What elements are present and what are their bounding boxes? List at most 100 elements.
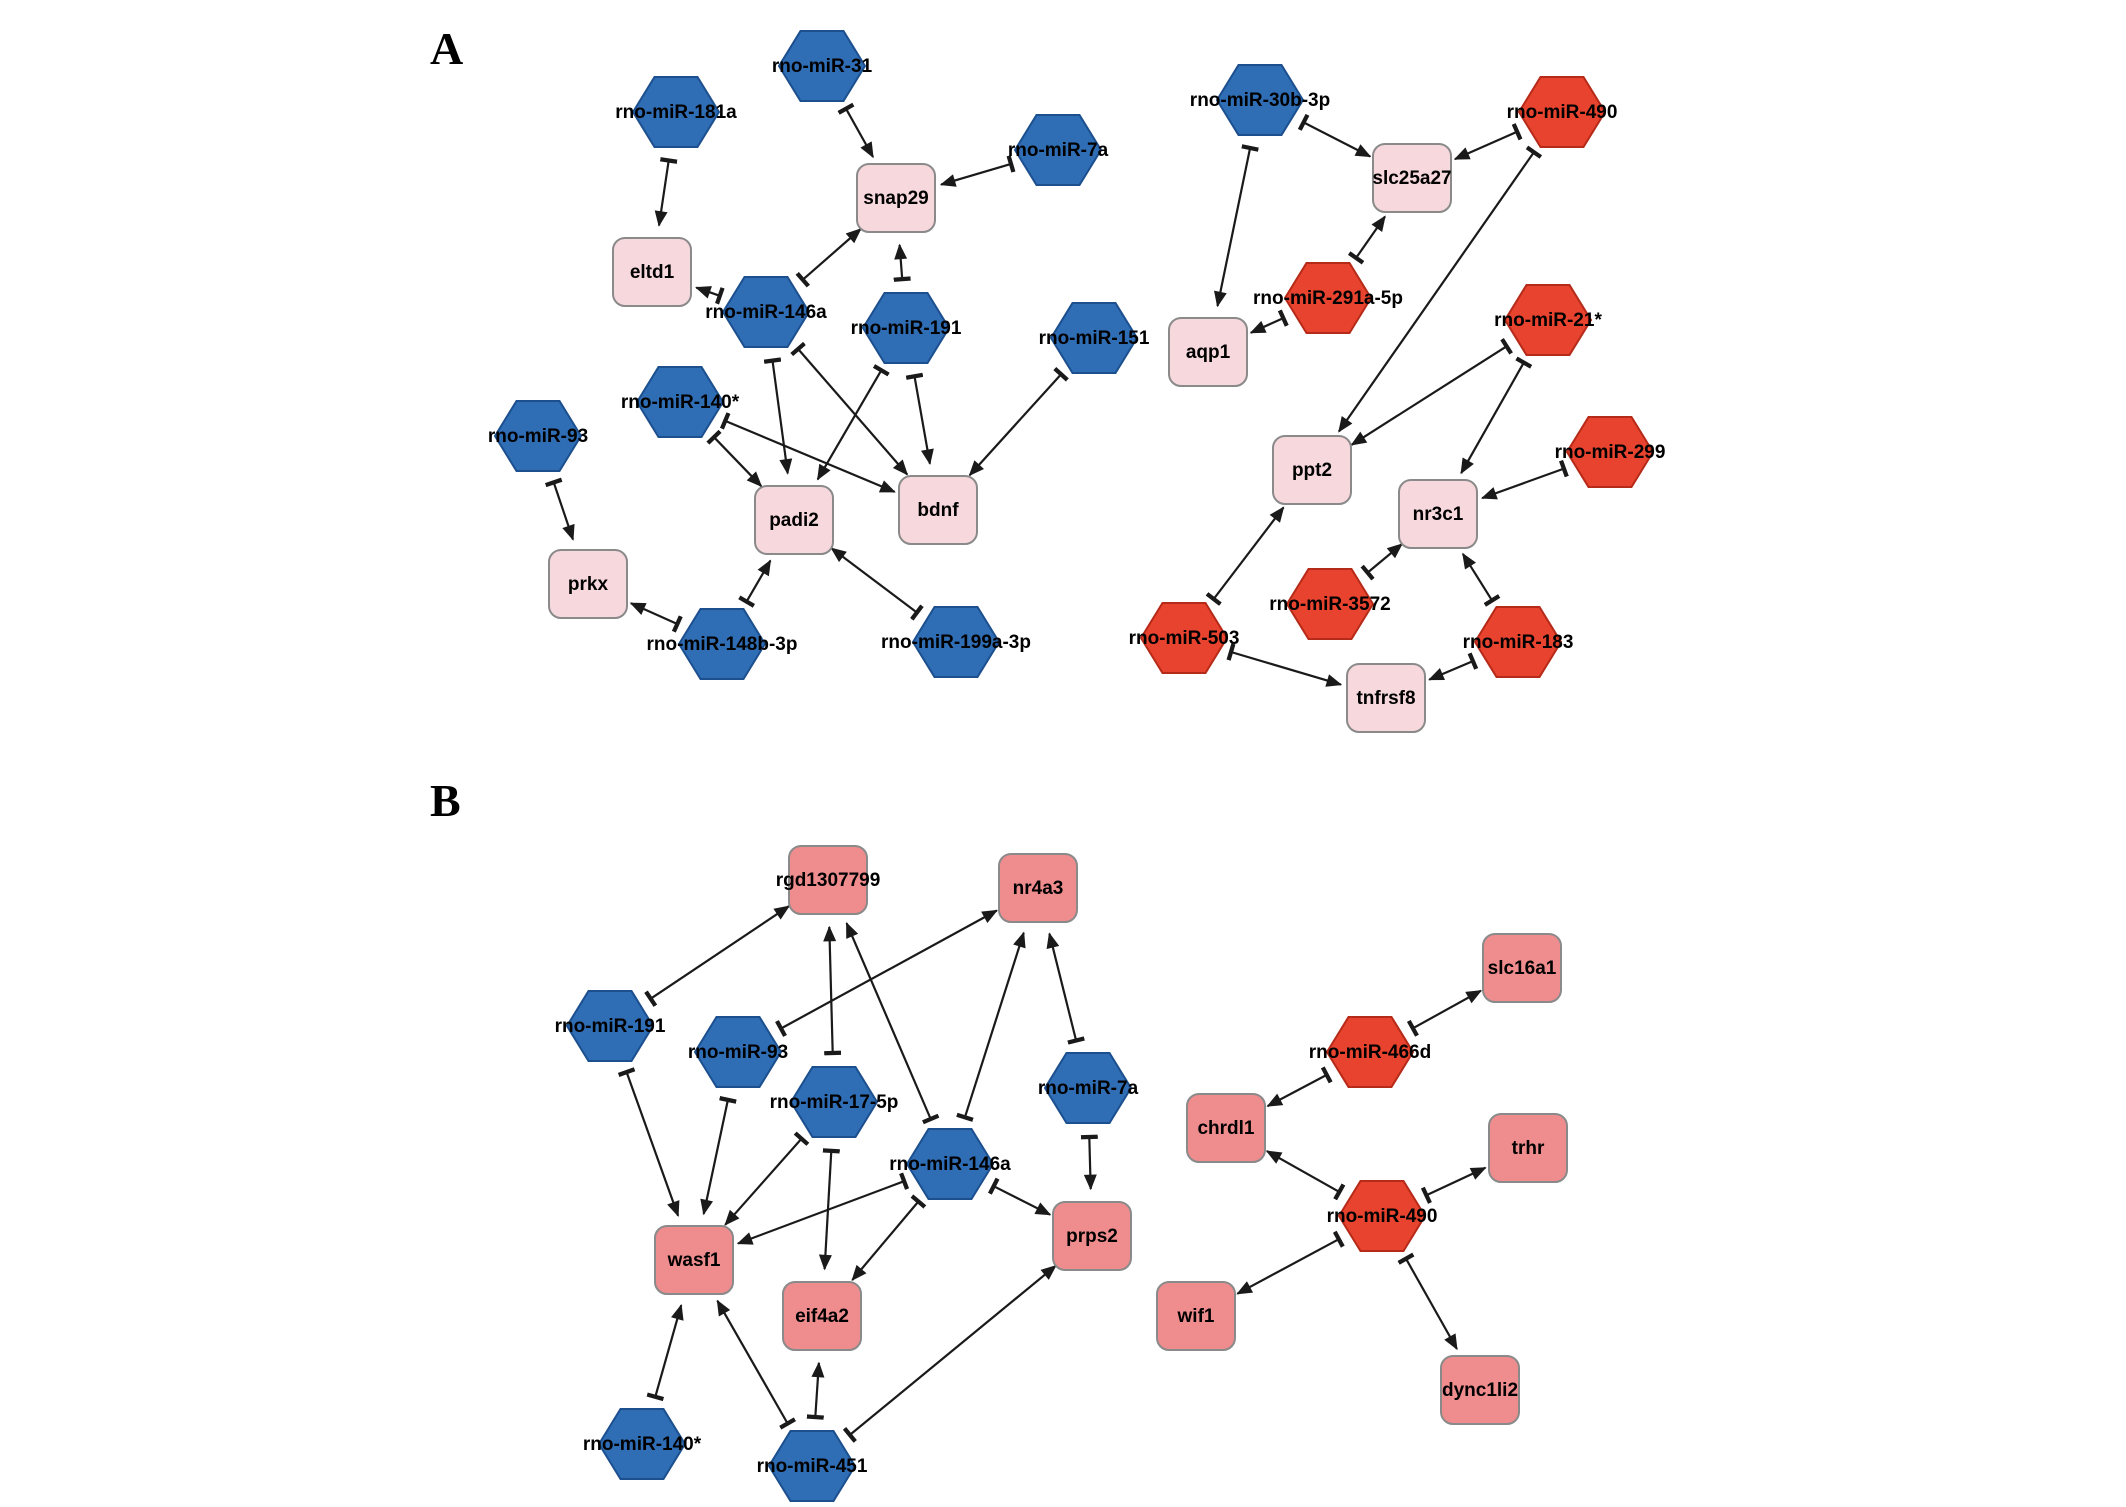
edge-a-mir-199a-3p-to-a-padi2	[830, 547, 924, 621]
node-label-a-mir-146a: rno-miR-146a	[705, 302, 827, 323]
gene-box-node-b-trhr	[1488, 1113, 1568, 1183]
edge-a-mir-299-to-a-nr3c1	[1480, 459, 1569, 500]
mirna-hexagon-node-b-mir-146a	[905, 1128, 995, 1200]
node-label-a-mir-31: rno-miR-31	[772, 56, 873, 77]
gene-box-node-b-slc16a1	[1482, 933, 1562, 1003]
node-label-a-aqp1: aqp1	[1186, 342, 1231, 363]
gene-box-node-b-chrdl1	[1186, 1093, 1266, 1163]
node-label-b-mir-466d: rno-miR-466d	[1309, 1042, 1431, 1063]
node-label-b-nr4a3: nr4a3	[1013, 878, 1064, 899]
mirna-hexagon-node-a-mir-199a-3p	[911, 606, 1001, 678]
node-label-b-wasf1: wasf1	[667, 1250, 721, 1271]
mirna-hexagon-node-a-mir-183	[1473, 606, 1563, 678]
edge-b-mir-146a-to-b-prps2	[987, 1177, 1052, 1216]
edge-b-mir-191-to-b-wasf1	[617, 1067, 680, 1218]
node-label-b-prps2: prps2	[1066, 1226, 1118, 1247]
edge-b-mir-490-to-b-dync1li2	[1397, 1252, 1458, 1351]
gene-box-node-b-wasf1	[654, 1225, 734, 1295]
node-label-a-mir-199a-3p: rno-miR-199a-3p	[881, 632, 1031, 653]
node-label-a-mir-21s: rno-miR-21*	[1494, 310, 1602, 331]
mirna-hexagon-node-a-mir-93	[493, 400, 583, 472]
edge-a-mir-181a-to-a-eltd1	[654, 157, 678, 227]
gene-box-node-b-wif1	[1156, 1281, 1236, 1351]
panel-a-label: A	[430, 23, 464, 74]
edge-a-mir-291a-5p-to-a-slc25a27	[1347, 215, 1386, 265]
edge-a-mir-21s-to-a-ppt2	[1350, 337, 1513, 446]
node-label-a-mir-7a: rno-miR-7a	[1008, 140, 1109, 161]
mirna-hexagon-node-b-mir-191	[565, 990, 655, 1062]
node-label-b-eif4a2: eif4a2	[795, 1306, 849, 1327]
mirna-hexagon-node-a-mir-3572	[1285, 568, 1375, 640]
edge-a-mir-146a-to-a-bdnf	[790, 341, 909, 476]
gene-box-node-a-tnfrsf8	[1346, 663, 1426, 733]
node-label-a-mir-151: rno-miR-151	[1039, 328, 1150, 349]
node-label-a-mir-291a-5p: rno-miR-291a-5p	[1253, 288, 1403, 309]
node-label-b-mir-93: rno-miR-93	[688, 1042, 788, 1063]
node-label-a-mir-148b-3p: rno-miR-148b-3p	[647, 634, 798, 655]
mirna-hexagon-node-b-mir-490	[1337, 1180, 1427, 1252]
node-label-a-snap29: snap29	[863, 188, 928, 209]
mirna-hexagon-node-a-mir-31	[777, 30, 867, 102]
node-label-a-prkx: prkx	[568, 574, 609, 595]
edge-b-mir-451-to-b-eif4a2	[806, 1361, 825, 1420]
edge-b-mir-17-5p-to-b-rgd1307799	[823, 925, 842, 1056]
edge-a-mir-146a-to-a-eltd1	[695, 286, 725, 305]
edge-a-mir-503-to-a-ppt2	[1205, 506, 1285, 606]
node-label-a-mir-299: rno-miR-299	[1555, 442, 1666, 463]
edge-b-mir-140s-to-b-wasf1	[646, 1303, 684, 1402]
node-label-a-nr3c1: nr3c1	[1413, 504, 1464, 525]
mirna-hexagon-node-a-mir-7a	[1013, 114, 1103, 186]
node-label-b-trhr: trhr	[1512, 1138, 1545, 1159]
edge-a-mir-183-to-a-nr3c1	[1461, 552, 1501, 607]
node-label-b-mir-191: rno-miR-191	[555, 1016, 666, 1037]
edge-a-mir-291a-5p-to-a-aqp1	[1249, 309, 1289, 334]
gene-box-node-a-eltd1	[612, 237, 692, 307]
gene-box-node-a-snap29	[856, 163, 936, 233]
node-label-b-mir-451: rno-miR-451	[757, 1456, 868, 1477]
edge-b-mir-490-to-b-trhr	[1420, 1166, 1487, 1204]
mirna-hexagon-node-a-mir-299	[1565, 416, 1655, 488]
edge-a-mir-31-to-a-snap29	[837, 102, 874, 159]
edge-a-mir-30b-3p-to-a-slc25a27	[1297, 113, 1372, 158]
edge-b-mir-490-to-b-wif1	[1236, 1230, 1345, 1295]
edges-layer	[544, 102, 1569, 1443]
node-label-a-mir-93: rno-miR-93	[488, 426, 588, 447]
node-label-a-mir-490: rno-miR-490	[1507, 102, 1618, 123]
node-label-b-dync1li2: dync1li2	[1442, 1380, 1518, 1401]
node-label-a-padi2: padi2	[769, 510, 819, 531]
edge-b-mir-451-to-b-wasf1	[716, 1299, 797, 1430]
edge-b-mir-7a-to-b-prps2	[1080, 1134, 1098, 1191]
edge-a-mir-148b-3p-to-a-padi2	[738, 559, 772, 608]
node-label-a-tnfrsf8: tnfrsf8	[1356, 688, 1415, 709]
node-label-a-mir-191: rno-miR-191	[851, 318, 962, 339]
edge-a-mir-146a-to-a-padi2	[763, 357, 793, 475]
node-label-b-mir-7a: rno-miR-7a	[1038, 1078, 1139, 1099]
edge-b-mir-7a-to-b-nr4a3	[1046, 932, 1085, 1045]
edge-a-mir-490-to-a-slc25a27	[1453, 123, 1523, 161]
node-label-b-mir-146a: rno-miR-146a	[889, 1154, 1011, 1175]
edge-b-mir-146a-to-b-eif4a2	[851, 1194, 927, 1281]
node-label-b-rgd1307799: rgd1307799	[776, 870, 881, 891]
edge-a-mir-191-to-a-bdnf	[905, 372, 934, 465]
edge-b-mir-490-to-b-chrdl1	[1265, 1150, 1346, 1201]
gene-box-node-b-nr4a3	[998, 853, 1078, 923]
panel-b-label: B	[430, 775, 461, 826]
mirna-hexagon-node-b-mir-451	[767, 1430, 857, 1502]
mirna-hexagon-node-a-mir-148b-3p	[677, 608, 767, 680]
edge-a-mir-7a-to-a-snap29	[939, 155, 1016, 187]
labels-layer: rno-miR-181arno-miR-31rno-miR-7asnap29el…	[488, 56, 1666, 1477]
node-label-b-slc16a1: slc16a1	[1488, 958, 1557, 979]
mirna-hexagon-node-a-mir-21s	[1503, 284, 1593, 356]
mirna-hexagon-node-b-mir-17-5p	[789, 1066, 879, 1138]
gene-box-node-b-rgd1307799	[788, 845, 868, 915]
edge-b-mir-17-5p-to-b-wasf1	[724, 1131, 810, 1226]
node-label-b-chrdl1: chrdl1	[1197, 1118, 1254, 1139]
node-label-b-mir-140s: rno-miR-140*	[583, 1434, 702, 1455]
edge-a-mir-191-to-a-snap29	[893, 243, 911, 282]
edge-a-mir-30b-3p-to-a-aqp1	[1214, 144, 1259, 308]
mirna-hexagon-node-a-mir-140s	[635, 366, 725, 438]
node-label-a-mir-3572: rno-miR-3572	[1269, 594, 1390, 615]
mirna-hexagon-node-a-mir-191	[861, 292, 951, 364]
